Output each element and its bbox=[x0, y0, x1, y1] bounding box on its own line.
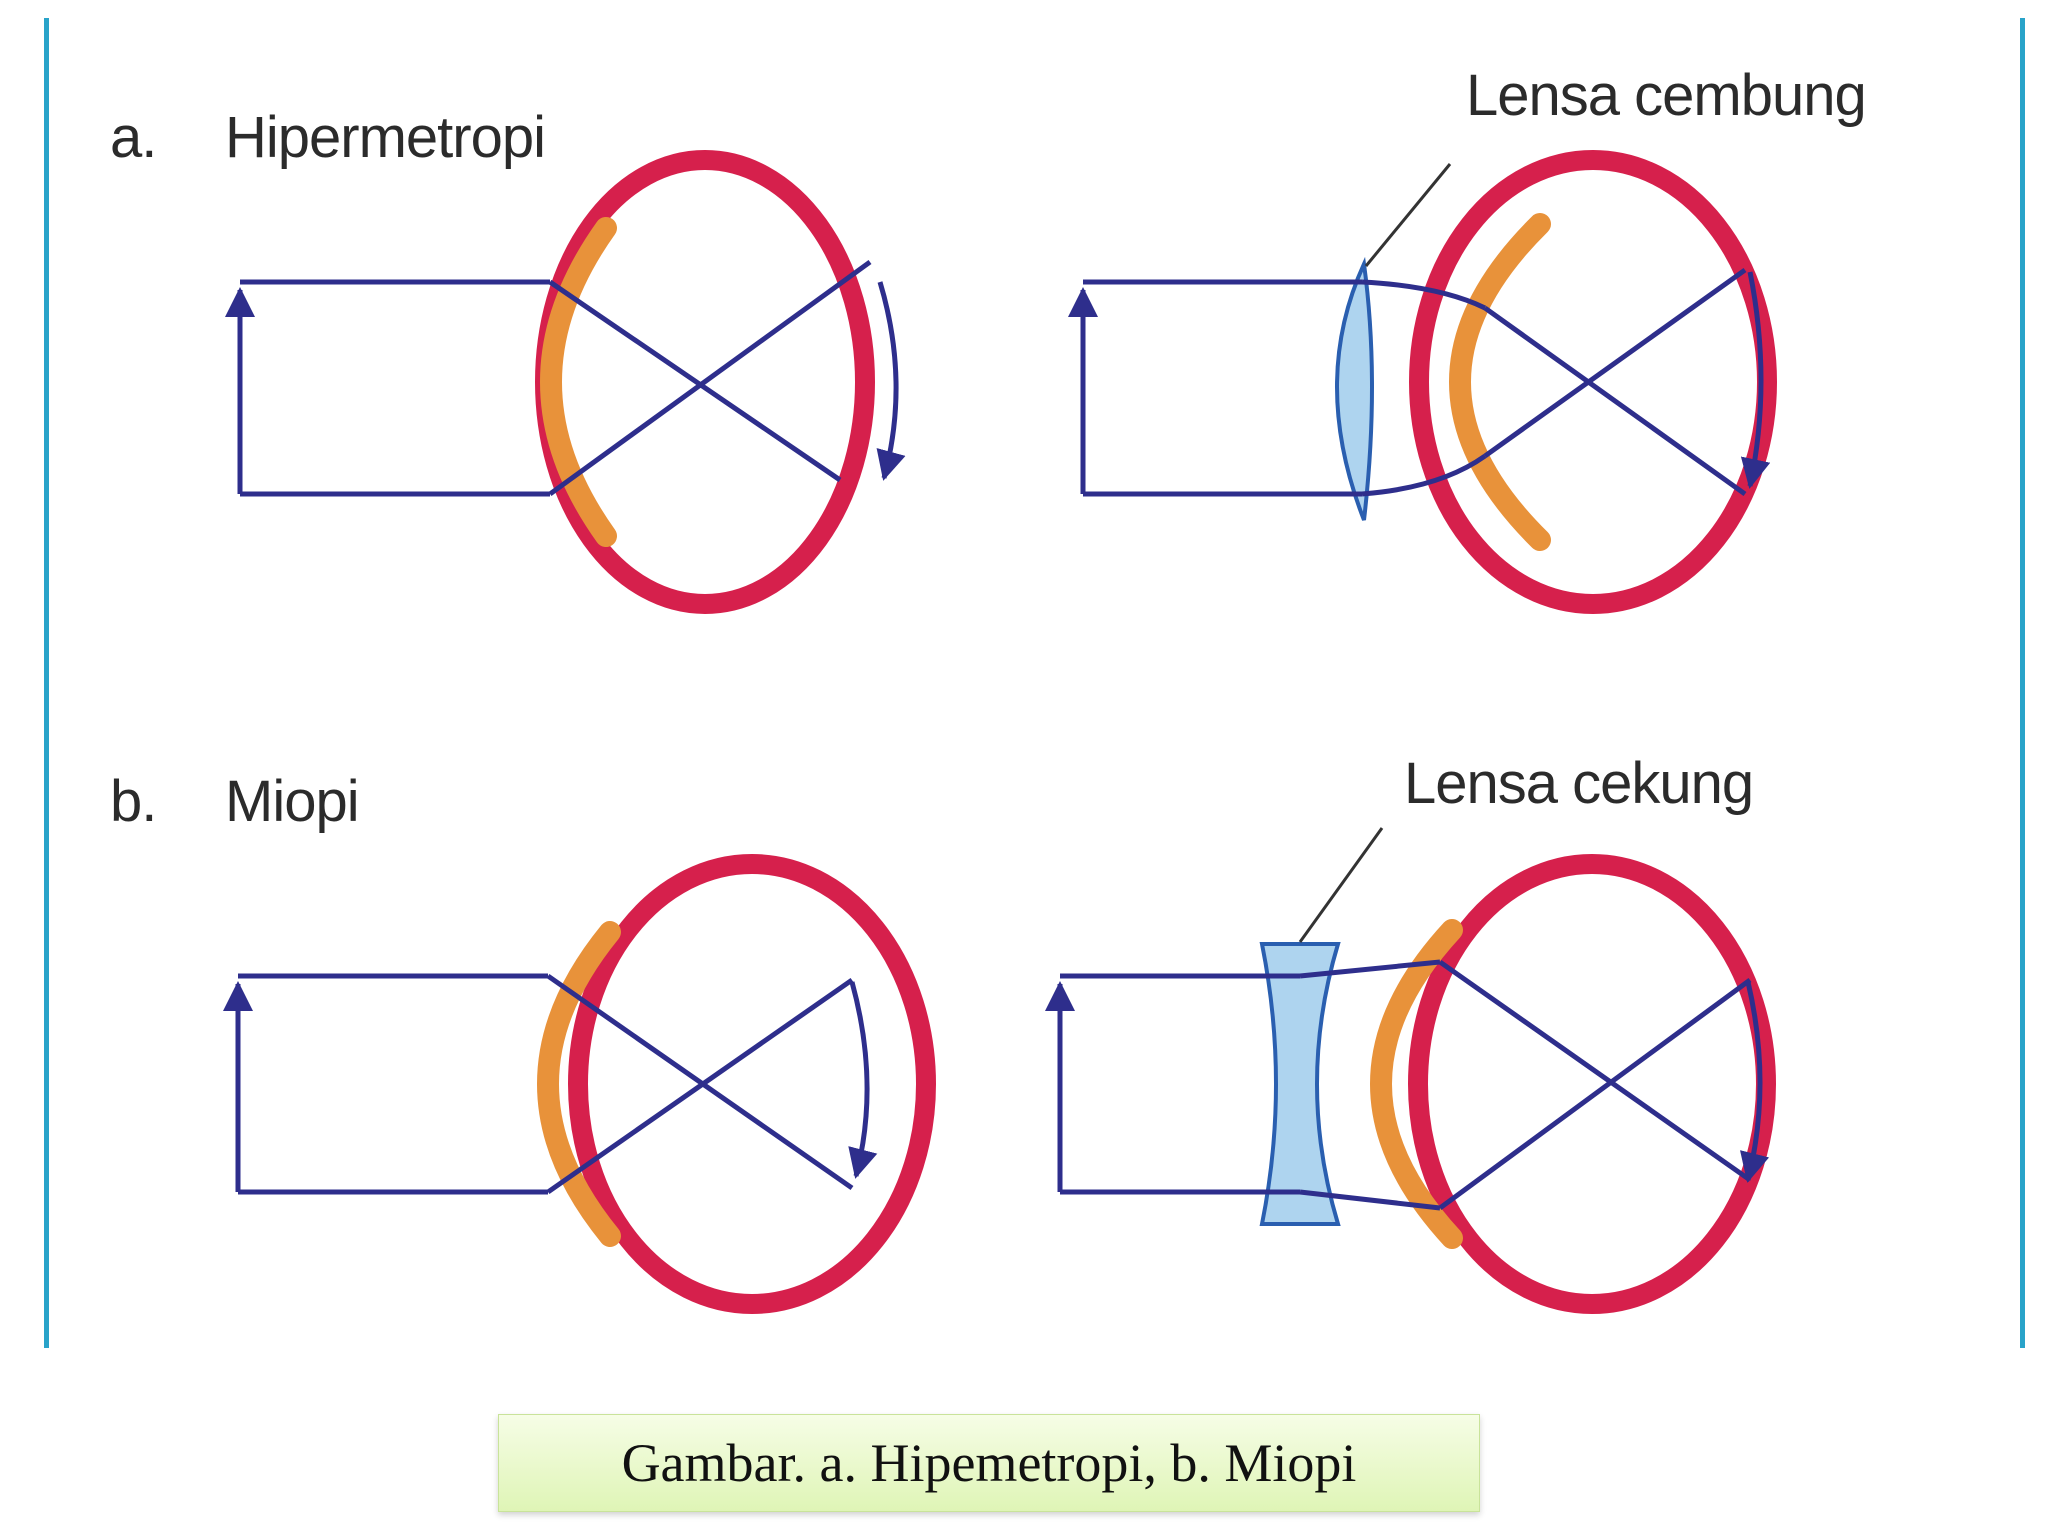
myopia-uncorrected bbox=[223, 854, 936, 1314]
figure-caption: Gambar. a. Hipemetropi, b. Miopi bbox=[621, 1433, 1357, 1493]
eyeball-b-left bbox=[568, 854, 936, 1314]
cross-ray-1-a-right bbox=[1483, 305, 1747, 497]
cornea-b-left bbox=[537, 921, 621, 1247]
convex-lens bbox=[1335, 256, 1374, 521]
label-a-letter: a. bbox=[110, 105, 157, 170]
cross-ray-2-a-right bbox=[1483, 267, 1747, 459]
left-accent-bar bbox=[44, 18, 49, 1348]
eyeball-b-right bbox=[1408, 854, 1776, 1314]
myopia-corrected bbox=[1045, 827, 1776, 1314]
cross-ray-2-b-right bbox=[1438, 977, 1752, 1211]
leader-convex-lens bbox=[1364, 163, 1452, 267]
cross-ray-2-a-left bbox=[548, 259, 872, 497]
hypermetropia-uncorrected bbox=[225, 150, 906, 614]
bent-ray-bottom-a-right bbox=[1361, 453, 1487, 497]
diverge-ray-top-b-right bbox=[1299, 959, 1441, 979]
right-accent-bar bbox=[2020, 18, 2025, 1348]
label-a-title: Hipermetropi bbox=[225, 105, 546, 170]
image-arrow-a-right bbox=[1740, 271, 1771, 489]
cross-ray-1-a-left bbox=[548, 279, 842, 483]
label-concave-lens: Lensa cekung bbox=[1404, 751, 1754, 816]
hypermetropia-corrected bbox=[1068, 150, 1777, 614]
cornea-b-right bbox=[1370, 919, 1463, 1249]
image-arrow-b-right bbox=[1739, 981, 1770, 1183]
diverge-ray-bottom-b-right bbox=[1299, 1189, 1441, 1211]
image-arrow-b-left bbox=[848, 981, 878, 1179]
cornea-a-right bbox=[1449, 213, 1551, 551]
leader-concave-lens bbox=[1298, 827, 1384, 943]
cross-ray-2-b-left bbox=[546, 977, 854, 1195]
cornea-a-left bbox=[540, 217, 617, 547]
concave-lens bbox=[1259, 942, 1341, 1226]
label-convex-lens: Lensa cembung bbox=[1466, 63, 1867, 128]
label-b-title: Miopi bbox=[225, 769, 360, 834]
bent-ray-top-a-right bbox=[1361, 279, 1487, 311]
cross-ray-1-b-left bbox=[546, 973, 854, 1191]
eyeball-a-right bbox=[1409, 150, 1777, 614]
cross-ray-1-b-right bbox=[1438, 959, 1752, 1183]
image-arrow-a-left bbox=[876, 281, 906, 481]
label-b-letter: b. bbox=[110, 769, 157, 834]
figure-caption-box: Gambar. a. Hipemetropi, b. Miopi bbox=[498, 1414, 1480, 1512]
